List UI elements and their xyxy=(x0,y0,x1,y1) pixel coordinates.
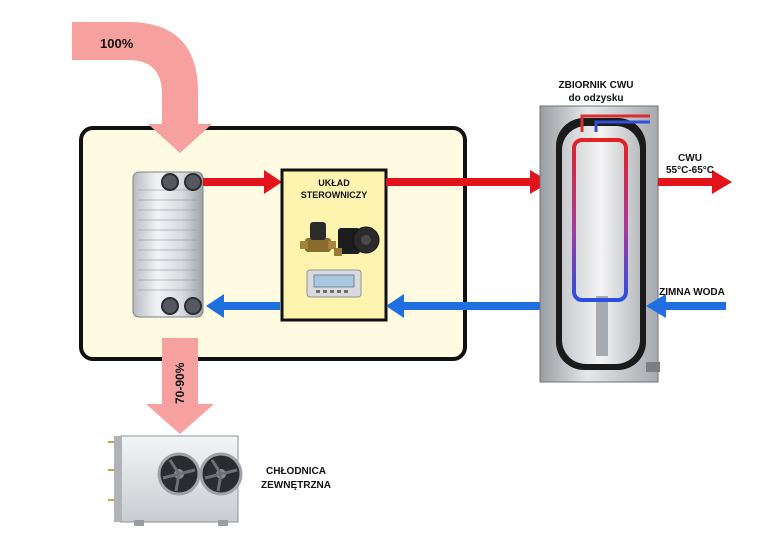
cooler-label-2: ZEWNĘTRZNA xyxy=(261,480,331,491)
valve-icon xyxy=(300,222,336,252)
cold-water-label: ZIMNA WODA xyxy=(659,287,725,298)
fan-icon xyxy=(157,452,201,496)
coil-icon xyxy=(572,138,628,302)
hot-water-out-arrow xyxy=(658,170,732,194)
control-unit-label-2: STEROWNICZY xyxy=(301,190,368,200)
hot-water-label-2: 55°C-65°C xyxy=(666,165,714,176)
controller-display-icon xyxy=(306,269,362,298)
output-percent-label: 70-90% xyxy=(173,362,187,404)
hot-water-label-1: CWU xyxy=(678,153,702,164)
fan-icon xyxy=(199,452,243,496)
cooler-label-1: CHŁODNICA xyxy=(266,466,326,477)
plate-heat-exchanger-icon xyxy=(132,171,204,318)
heat-output-arrow xyxy=(146,338,214,434)
heat-input-arrow xyxy=(72,22,212,153)
control-unit-label-1: UKŁAD xyxy=(318,178,350,188)
tank-title-1: ZBIORNIK CWU xyxy=(559,80,634,91)
cold-water-in-arrow xyxy=(646,294,726,318)
cold-flow-arrow-1 xyxy=(206,294,280,318)
tank-title-2: do odzysku xyxy=(568,93,623,104)
pump-icon xyxy=(334,226,380,256)
input-percent-label: 100% xyxy=(100,36,134,51)
cold-flow-arrow-2 xyxy=(386,294,546,318)
hot-flow-arrow-1 xyxy=(203,170,282,194)
hot-water-tank-icon xyxy=(539,105,660,383)
